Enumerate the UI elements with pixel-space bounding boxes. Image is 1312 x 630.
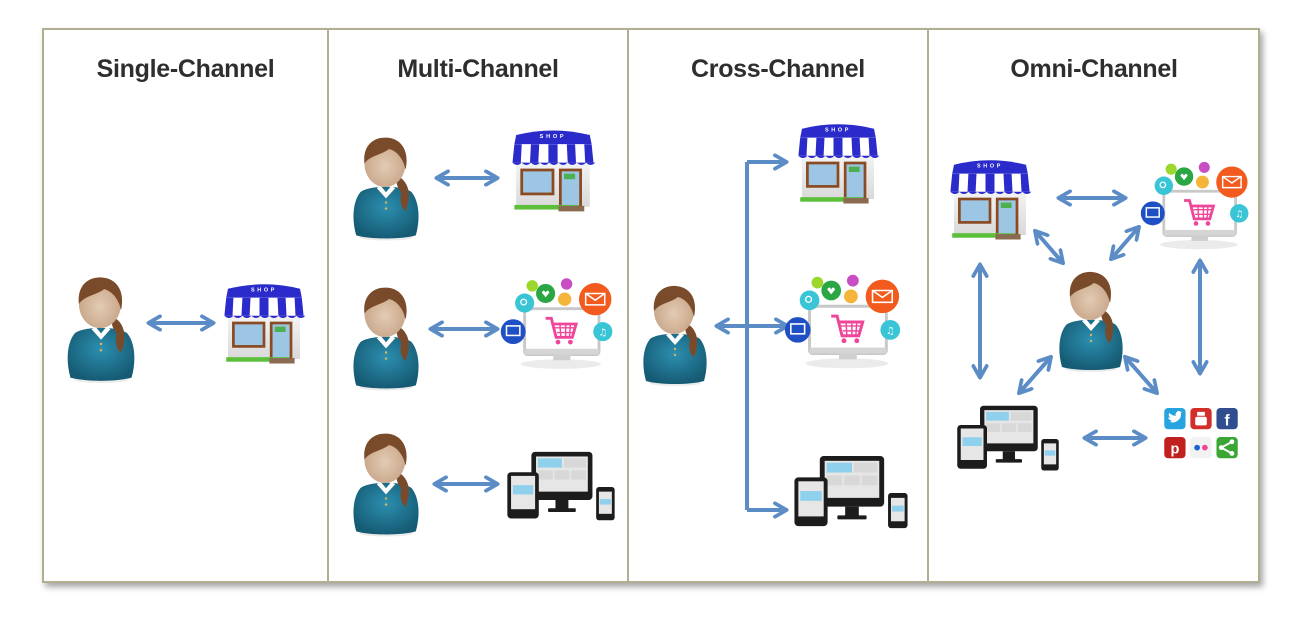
customer-icon — [643, 285, 707, 386]
panel-title-omni-channel: Omni-Channel — [1010, 55, 1178, 83]
customer-icon — [1059, 271, 1123, 372]
panel-single-channel — [67, 277, 307, 383]
devices-icon — [794, 455, 908, 529]
panel-cross-channel — [643, 122, 908, 529]
panel-omni-channel — [948, 158, 1250, 471]
online-shopping-icon — [783, 273, 902, 370]
social-media-icons — [1163, 408, 1239, 460]
store-icon — [511, 128, 597, 213]
panel-title-single-channel: Single-Channel — [96, 55, 275, 83]
devices-icon — [957, 405, 1059, 471]
store-icon — [948, 158, 1033, 241]
customer-icon — [353, 433, 419, 537]
customer-icon — [67, 277, 135, 383]
online-shopping-icon — [499, 276, 614, 371]
panel-multi-channel — [353, 128, 615, 537]
arrow-store-customer — [1036, 232, 1062, 262]
panel-title-cross-channel: Cross-Channel — [691, 55, 865, 83]
store-icon — [222, 282, 307, 365]
arrow-customer-social — [1126, 358, 1156, 392]
panel-divider — [627, 28, 629, 583]
online-shopping-icon — [1139, 160, 1250, 251]
customer-icon — [353, 287, 419, 391]
panel-title-multi-channel: Multi-Channel — [397, 55, 559, 83]
customer-icon — [353, 137, 419, 241]
devices-icon — [507, 451, 615, 521]
arrow-customer-online — [1112, 228, 1138, 258]
panel-divider — [927, 28, 929, 583]
store-icon — [796, 122, 881, 205]
panel-divider — [327, 28, 329, 583]
arrow-customer-devices — [1020, 358, 1050, 392]
